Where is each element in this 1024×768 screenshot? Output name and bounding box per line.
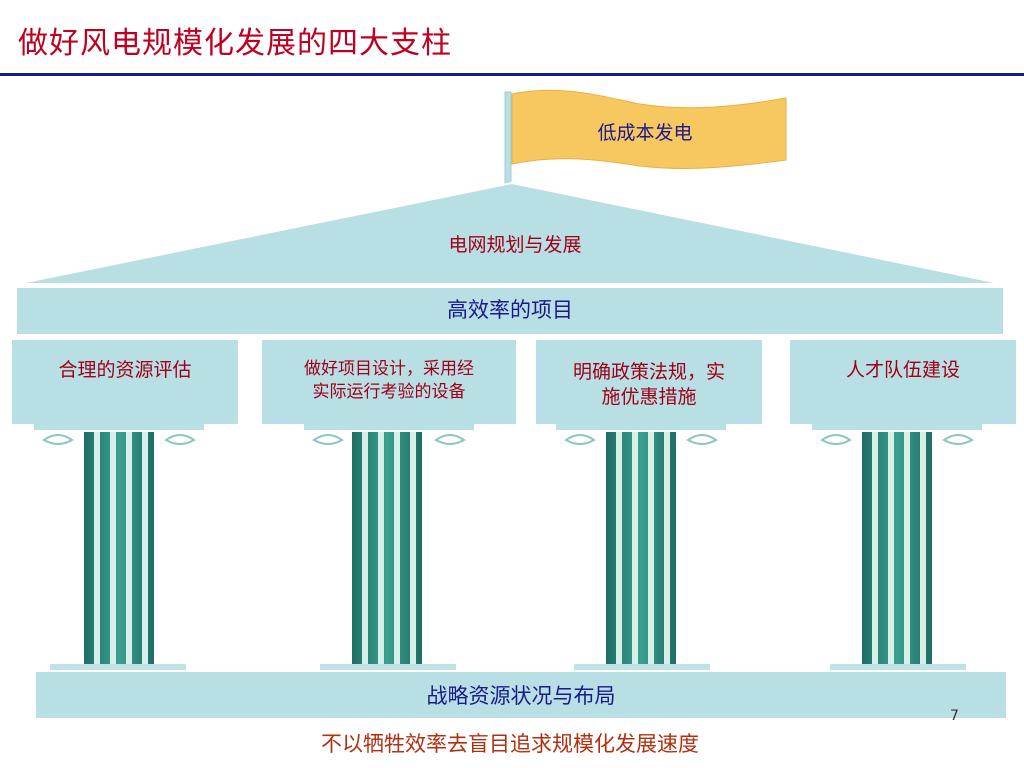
base-label: 战略资源状况与布局 bbox=[426, 684, 616, 708]
flag-label: 低成本发电 bbox=[597, 122, 693, 144]
capital-panel-3 bbox=[536, 340, 762, 424]
slide-title: 做好风电规模化发展的四大支柱 bbox=[18, 26, 452, 61]
capital-panel-4 bbox=[790, 340, 1016, 424]
footer-note: 不以牺牲效率去盲目追求规模化发展速度 bbox=[321, 732, 699, 756]
pillar-2-label: 做好项目设计，采用经 实际运行考验的设备 bbox=[262, 358, 516, 404]
pillar-1-label: 合理的资源评估 bbox=[12, 358, 238, 383]
base-shape bbox=[36, 672, 1006, 718]
column-4 bbox=[812, 424, 982, 670]
pillar-3-label: 明确政策法规，实 施优惠措施 bbox=[536, 360, 762, 410]
pillar-2-line-1: 做好项目设计，采用经 bbox=[304, 359, 474, 379]
flag-shape bbox=[511, 89, 787, 169]
pillar-2-line-2: 实际运行考验的设备 bbox=[312, 382, 466, 402]
pillar-3-line-1: 明确政策法规，实 bbox=[572, 361, 725, 383]
column-3 bbox=[556, 424, 726, 670]
beam-shape bbox=[15, 286, 1005, 336]
beam-label: 高效率的项目 bbox=[447, 298, 573, 322]
capital-panel-1 bbox=[12, 340, 238, 424]
pillar-4-line-1: 人才队伍建设 bbox=[845, 359, 960, 381]
column-2 bbox=[304, 424, 474, 670]
pillar-4-label: 人才队伍建设 bbox=[790, 358, 1016, 383]
pillar-1-line-1: 合理的资源评估 bbox=[58, 359, 192, 381]
column-1 bbox=[34, 424, 204, 670]
title-underline bbox=[0, 73, 1024, 76]
pillar-3-line-2: 施优惠措施 bbox=[601, 386, 697, 408]
roof-shape bbox=[15, 181, 1005, 285]
page-number: 7 bbox=[950, 708, 959, 724]
flag-pole bbox=[504, 91, 512, 185]
roof-label: 电网规划与发展 bbox=[448, 234, 582, 256]
capital-panel-2 bbox=[262, 340, 516, 424]
